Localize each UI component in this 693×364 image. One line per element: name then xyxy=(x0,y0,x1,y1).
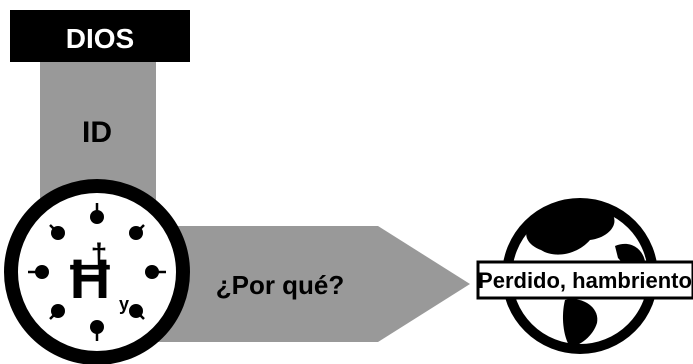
arrow-shape xyxy=(150,226,470,342)
symbol-main: Ħ xyxy=(70,247,111,310)
globe-icon: Perdido, hambriento xyxy=(476,198,693,354)
wheel-of-points-icon: Ħ † y xyxy=(4,179,190,364)
header-box xyxy=(10,10,190,62)
arrow-label: ¿Por qué? xyxy=(216,270,345,300)
globe-label-box xyxy=(476,260,693,300)
symbol-subscript: y xyxy=(119,294,129,314)
wheel-dots xyxy=(35,210,159,334)
globe-label: Perdido, hambriento xyxy=(478,268,692,293)
header-label: DIOS xyxy=(66,23,134,54)
symbol-cross: † xyxy=(91,238,108,271)
vertical-label: ID xyxy=(82,116,112,149)
continent-south xyxy=(562,299,598,347)
continent-north xyxy=(526,207,615,255)
